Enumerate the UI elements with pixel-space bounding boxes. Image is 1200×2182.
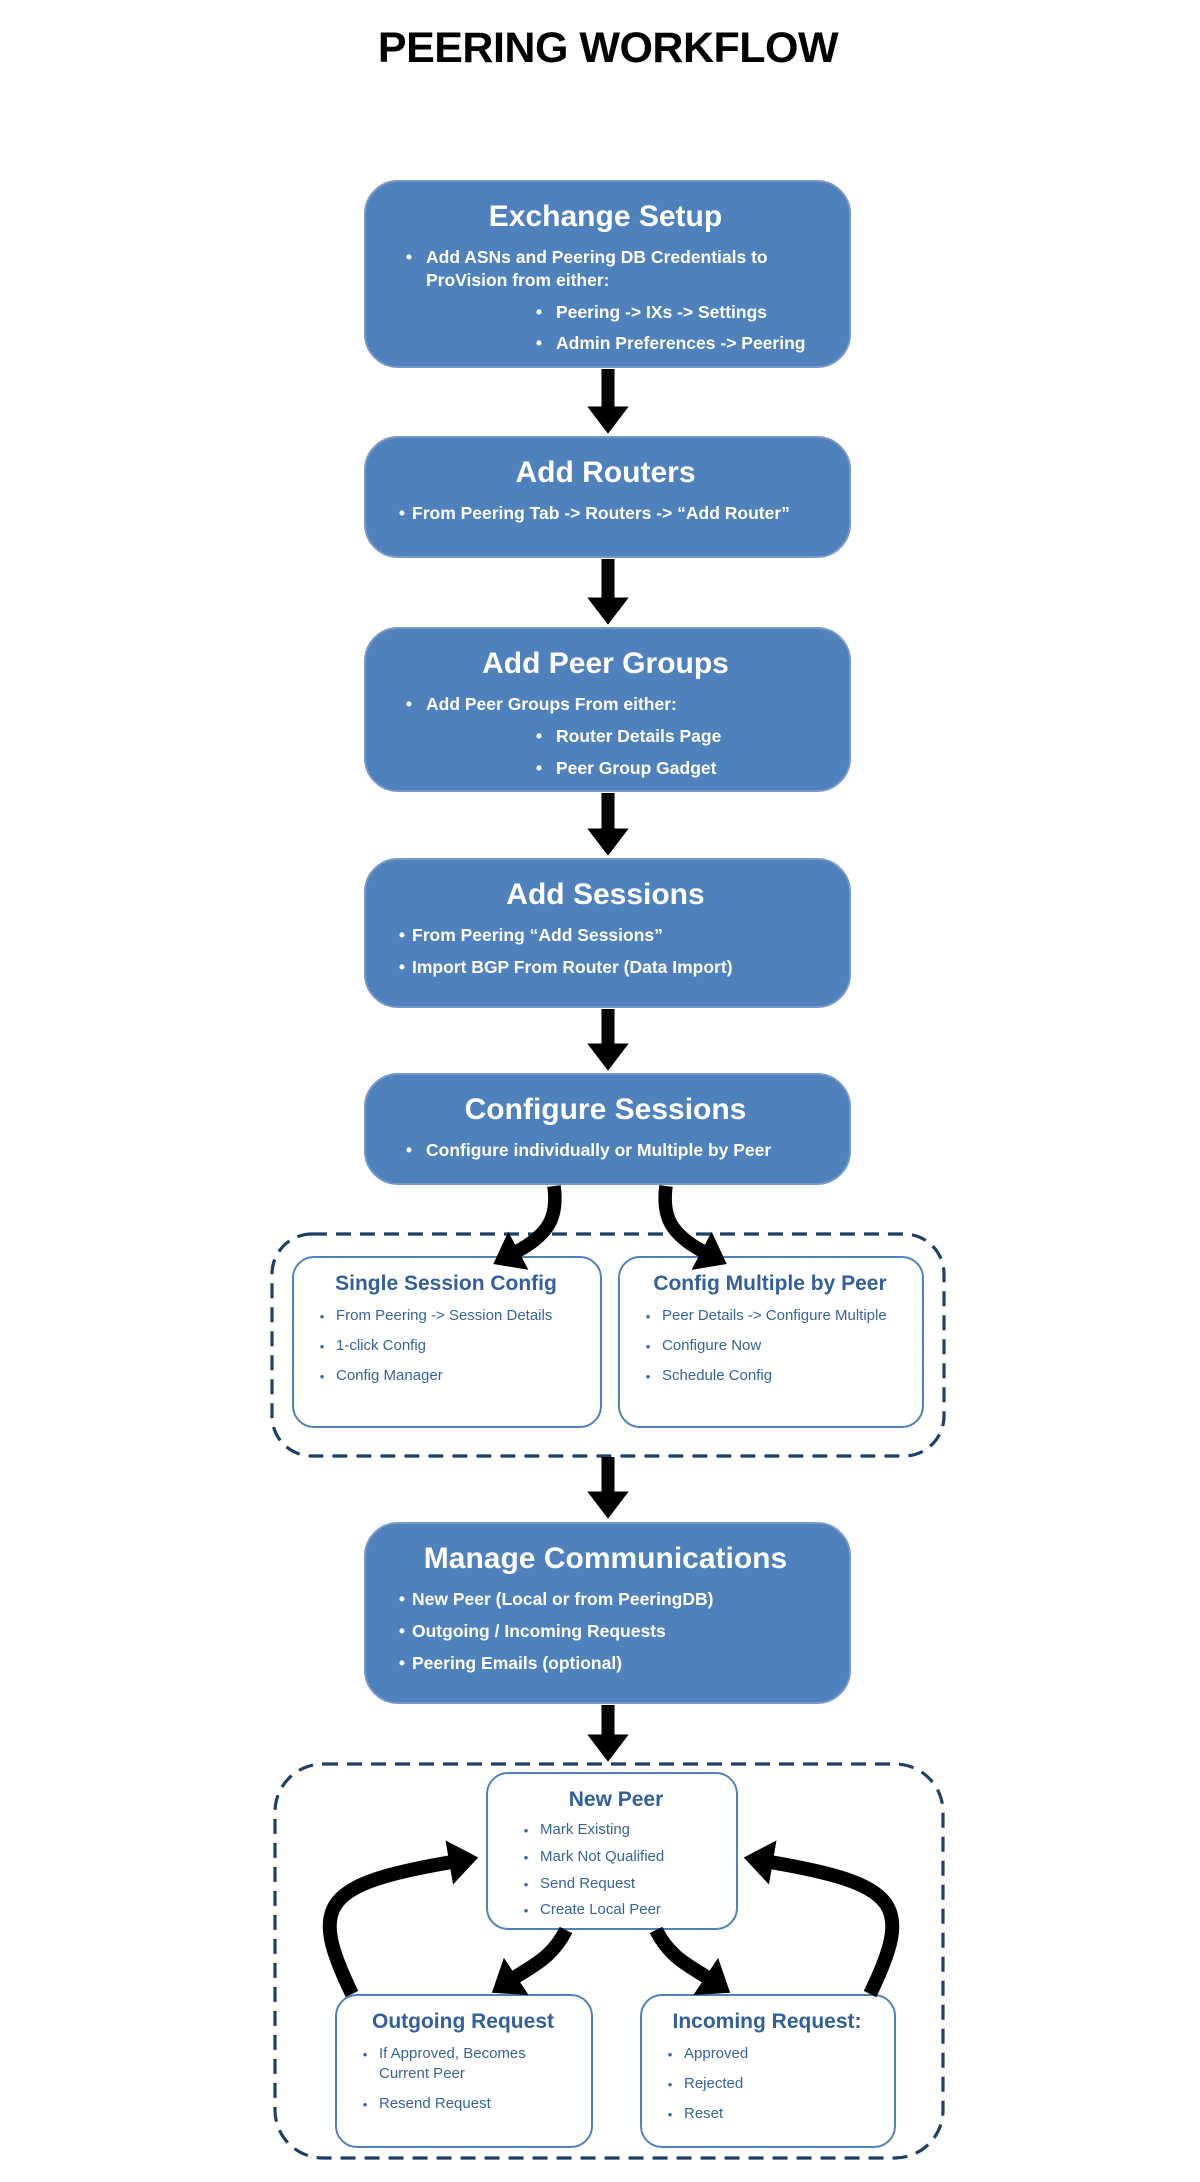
- bullet-item: Configure Now: [634, 1336, 906, 1356]
- bullet-text: Add Peer Groups From either:: [426, 694, 677, 714]
- bullet-text: Resend Request: [379, 2094, 491, 2112]
- sub-box-incoming-request: Incoming Request: Approved Rejected Rese…: [640, 1994, 896, 2148]
- arrow-new-peer-to-outgoing: [491, 1926, 573, 1996]
- box-title: Single Session Config: [335, 1272, 557, 1295]
- bullet-text: From Peering Tab -> Routers -> “Add Rout…: [412, 503, 790, 523]
- bullet-text: Reset: [684, 2104, 724, 2122]
- bullet-item: Mark Not Qualified: [512, 1847, 720, 1867]
- bullet-item: Create Local Peer: [512, 1900, 720, 1920]
- bullet-item: Reset: [656, 2104, 878, 2124]
- page-title: PEERING WORKFLOW: [377, 24, 839, 72]
- arrow-outgoing-to-new-peer: [322, 1840, 479, 1998]
- bullet-item: Mark Existing: [512, 1820, 720, 1840]
- arrow-configure-to-config-multiple: [658, 1185, 727, 1270]
- bullet-text: Peer Details -> Configure Multiple: [662, 1307, 887, 1324]
- bullet-text: 1-click Config: [336, 1336, 427, 1354]
- box-title: Exchange Setup: [488, 200, 723, 233]
- arrow-configure-to-single-session: [493, 1185, 562, 1270]
- bullet-item: Outgoing / Incoming Requests: [392, 1620, 819, 1643]
- bullet-text: Rejected: [684, 2074, 744, 2092]
- bullet-text: Create Local Peer: [540, 1901, 661, 1919]
- bullet-item: From Peering “Add Sessions”: [392, 924, 819, 947]
- flow-box-add-sessions: Add Sessions From Peering “Add Sessions”…: [364, 858, 851, 1008]
- bullet-text: Router Details Page: [556, 725, 722, 746]
- box-title: Configure Sessions: [464, 1093, 747, 1126]
- flow-box-configure-sessions: Configure Sessions Configure individuall…: [364, 1073, 851, 1185]
- bullet-text: Config Manager: [336, 1366, 443, 1384]
- bullet-text: Import BGP From Router (Data Import): [412, 956, 733, 977]
- bullet-item: From Peering -> Session Details: [308, 1306, 584, 1326]
- bullet-item: Configure individually or Multiple by Pe…: [392, 1139, 819, 1162]
- sub-box-new-peer: New Peer Mark Existing Mark Not Qualifie…: [486, 1772, 738, 1930]
- bullet-text: Approved: [684, 2045, 749, 2062]
- bullet-item: Admin Preferences -> Peering: [522, 332, 819, 355]
- box-title: Config Multiple by Peer: [653, 1272, 887, 1295]
- flow-box-add-peer-groups: Add Peer Groups Add Peer Groups From eit…: [364, 627, 851, 792]
- box-title: Add Routers: [515, 456, 696, 489]
- bullet-item: Config Manager: [308, 1366, 584, 1386]
- bullet-item: Peering Emails (optional): [392, 1652, 819, 1675]
- bullet-text: Peering Emails (optional): [412, 1652, 623, 1673]
- bullet-item: 1-click Config: [308, 1336, 584, 1356]
- bullet-text: Outgoing / Incoming Requests: [412, 1620, 666, 1641]
- bullet-item: If Approved, Becomes Current Peer: [351, 2044, 575, 2084]
- bullet-item: Send Request: [512, 1874, 720, 1894]
- sub-box-single-session-config: Single Session Config From Peering -> Se…: [292, 1256, 602, 1428]
- box-title: Add Sessions: [506, 878, 705, 911]
- sub-box-outgoing-request: Outgoing Request If Approved, Becomes Cu…: [335, 1994, 593, 2148]
- bullet-item: Add ASNs and Peering DB Credentials to P…: [392, 246, 819, 292]
- flow-box-add-routers: Add Routers From Peering Tab -> Routers …: [364, 436, 851, 558]
- bullet-item: Peer Group Gadget: [522, 757, 819, 780]
- bullet-item: Rejected: [656, 2074, 878, 2094]
- box-title: Manage Communications: [423, 1542, 788, 1575]
- bullet-text: Peering -> IXs -> Settings: [556, 301, 768, 322]
- flow-box-manage-communications: Manage Communications New Peer (Local or…: [364, 1522, 851, 1704]
- bullet-item: Approved: [656, 2044, 878, 2064]
- bullet-item: Router Details Page: [522, 725, 819, 748]
- bullet-item: Peering -> IXs -> Settings: [522, 301, 819, 324]
- bullet-text: If Approved, Becomes Current Peer: [379, 2045, 526, 2082]
- flow-box-exchange-setup: Exchange Setup Add ASNs and Peering DB C…: [364, 180, 851, 368]
- bullet-text: Add ASNs and Peering DB Credentials to P…: [426, 247, 768, 290]
- bullet-text: From Peering -> Session Details: [336, 1307, 553, 1324]
- box-title: Outgoing Request: [372, 2010, 554, 2033]
- bullet-item: Schedule Config: [634, 1366, 906, 1386]
- bullet-text: Schedule Config: [662, 1366, 773, 1384]
- bullet-text: Peer Group Gadget: [556, 757, 717, 778]
- bullet-text: Admin Preferences -> Peering: [556, 333, 806, 354]
- bullet-text: From Peering “Add Sessions”: [412, 925, 663, 945]
- box-title: Incoming Request:: [672, 2010, 862, 2033]
- bullet-item: Add Peer Groups From either:: [392, 693, 819, 716]
- sub-box-config-multiple-by-peer: Config Multiple by Peer Peer Details -> …: [618, 1256, 924, 1428]
- bullet-item: Resend Request: [351, 2094, 575, 2114]
- bullet-item: Peer Details -> Configure Multiple: [634, 1306, 906, 1326]
- box-title: New Peer: [568, 1788, 664, 1811]
- box-title: Add Peer Groups: [482, 647, 729, 680]
- bullet-text: Mark Not Qualified: [540, 1847, 665, 1865]
- bullet-text: Mark Existing: [540, 1821, 631, 1838]
- bullet-text: New Peer (Local or from PeeringDB): [412, 1589, 714, 1609]
- bullet-item: Import BGP From Router (Data Import): [392, 956, 819, 979]
- arrow-new-peer-to-incoming: [649, 1926, 731, 1996]
- bullet-item: From Peering Tab -> Routers -> “Add Rout…: [392, 502, 819, 525]
- bullet-text: Send Request: [540, 1874, 636, 1892]
- bullet-item: New Peer (Local or from PeeringDB): [392, 1588, 819, 1611]
- arrow-incoming-to-new-peer: [743, 1840, 900, 1998]
- bullet-text: Configure Now: [662, 1336, 762, 1354]
- bullet-text: Configure individually or Multiple by Pe…: [426, 1140, 772, 1160]
